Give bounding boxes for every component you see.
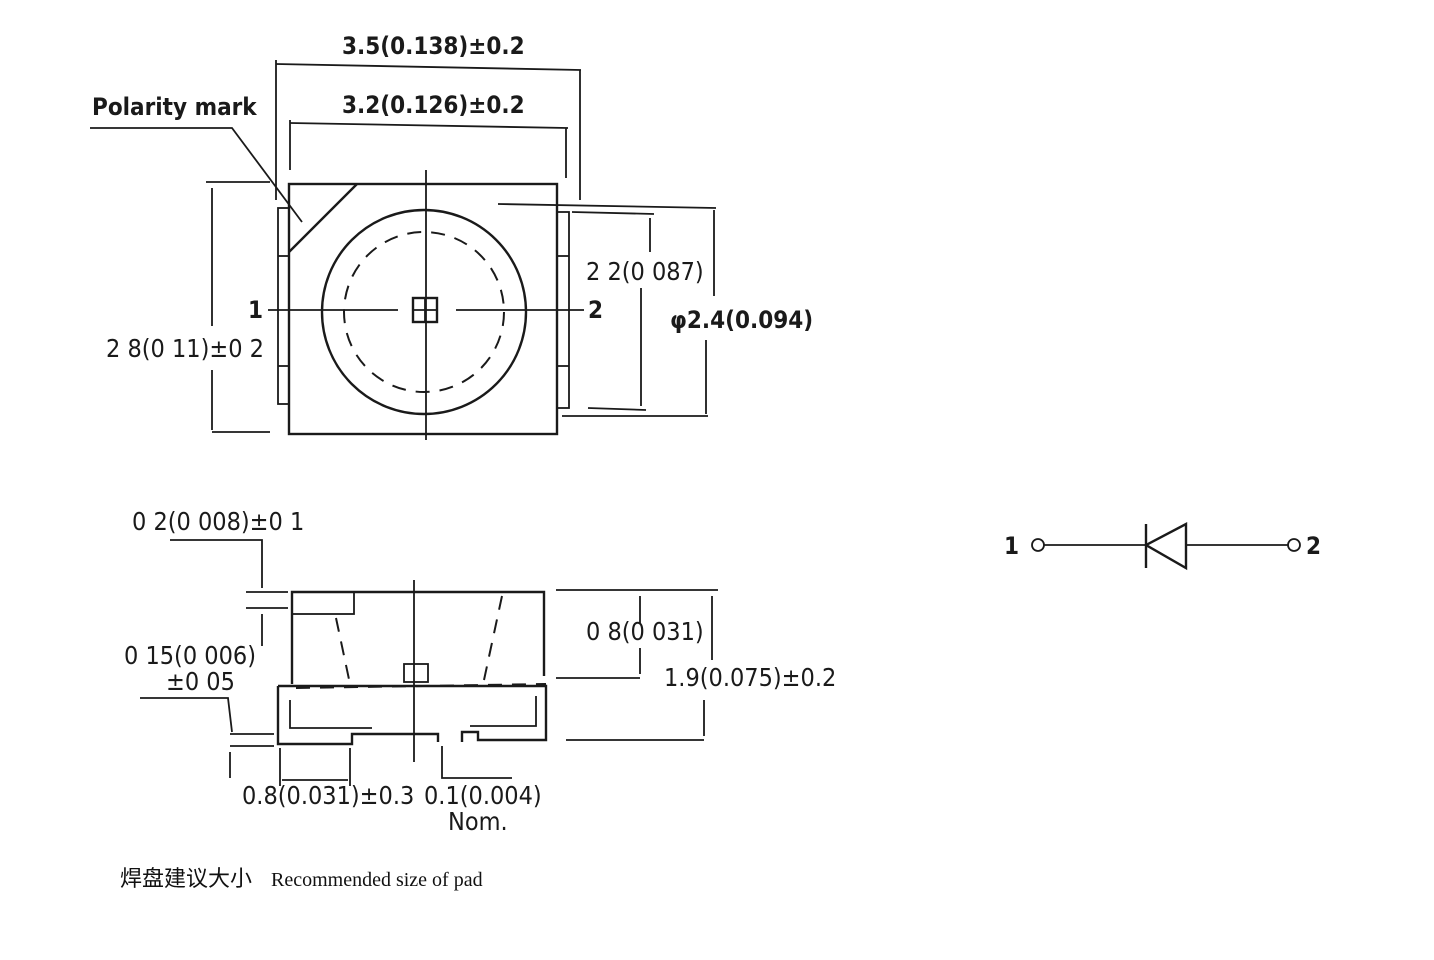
schematic-pin1-label: 1 (1004, 532, 1019, 560)
outer-width-dim-line (275, 63, 582, 71)
package-body-top (287, 182, 559, 436)
top-step-leader (170, 539, 263, 588)
diode-triangle (1143, 522, 1188, 571)
polarity-notch (291, 591, 355, 615)
polarity-mark-label: Polarity mark (92, 93, 257, 121)
lens-inner-circle (343, 231, 505, 393)
top-step-label: 0 2(0 008)±0 1 (132, 507, 304, 536)
pad-thickness-leader (140, 697, 233, 733)
inner-width-dim-line (289, 122, 569, 129)
lens-outer-circle (320, 208, 528, 416)
gap-leader (441, 746, 512, 779)
body-height-label: 0 8(0 031) (586, 617, 704, 646)
lens-outer-label: φ2.4(0.094) (670, 306, 813, 334)
total-height-label: 1.9(0.075)±0.2 (664, 663, 836, 692)
pin1-terminal (1031, 538, 1045, 552)
caption-chinese: 焊盘建议大小 (120, 867, 252, 892)
package-body-side (290, 590, 546, 684)
pin1-label: 1 (248, 296, 263, 324)
pad-thickness-label-1: 0 15(0 006) (124, 641, 256, 670)
pad-thickness-label-2: ±0 05 (166, 667, 235, 696)
schematic-pin2-label: 2 (1306, 532, 1321, 560)
pad-width-label: 0.8(0.031)±0.3 (242, 781, 414, 810)
polarity-chamfer (288, 183, 358, 253)
gap-label-2: Nom. (448, 807, 508, 836)
diode-schematic: 1 2 (1004, 522, 1321, 571)
pin2-label: 2 (588, 296, 603, 324)
lens-inner-label: 2 2(0 087) (586, 257, 704, 286)
pad-right (278, 684, 548, 742)
pin2-terminal (1287, 538, 1301, 552)
inner-width-label: 3.2(0.126)±0.2 (342, 91, 525, 119)
side-view: 0 2(0 008)±0 1 0 15(0 006) ±0 05 0.8(0.0… (124, 507, 836, 836)
caption-english: Recommended size of pad (271, 869, 483, 891)
terminal-left (277, 207, 290, 405)
pad-left (276, 686, 440, 746)
gap-label-1: 0.1(0.004) (424, 781, 542, 810)
outer-width-label: 3.5(0.138)±0.2 (342, 32, 525, 60)
side-chip (403, 663, 429, 683)
height-label: 2 8(0 11)±0 2 (106, 334, 264, 363)
polarity-leader-line (90, 127, 303, 223)
top-view: 3.5(0.138)±0.2 3.2(0.126)±0.2 Polarity m… (90, 32, 813, 440)
caption: 焊盘建议大小 Recommended size of pad (120, 867, 483, 892)
